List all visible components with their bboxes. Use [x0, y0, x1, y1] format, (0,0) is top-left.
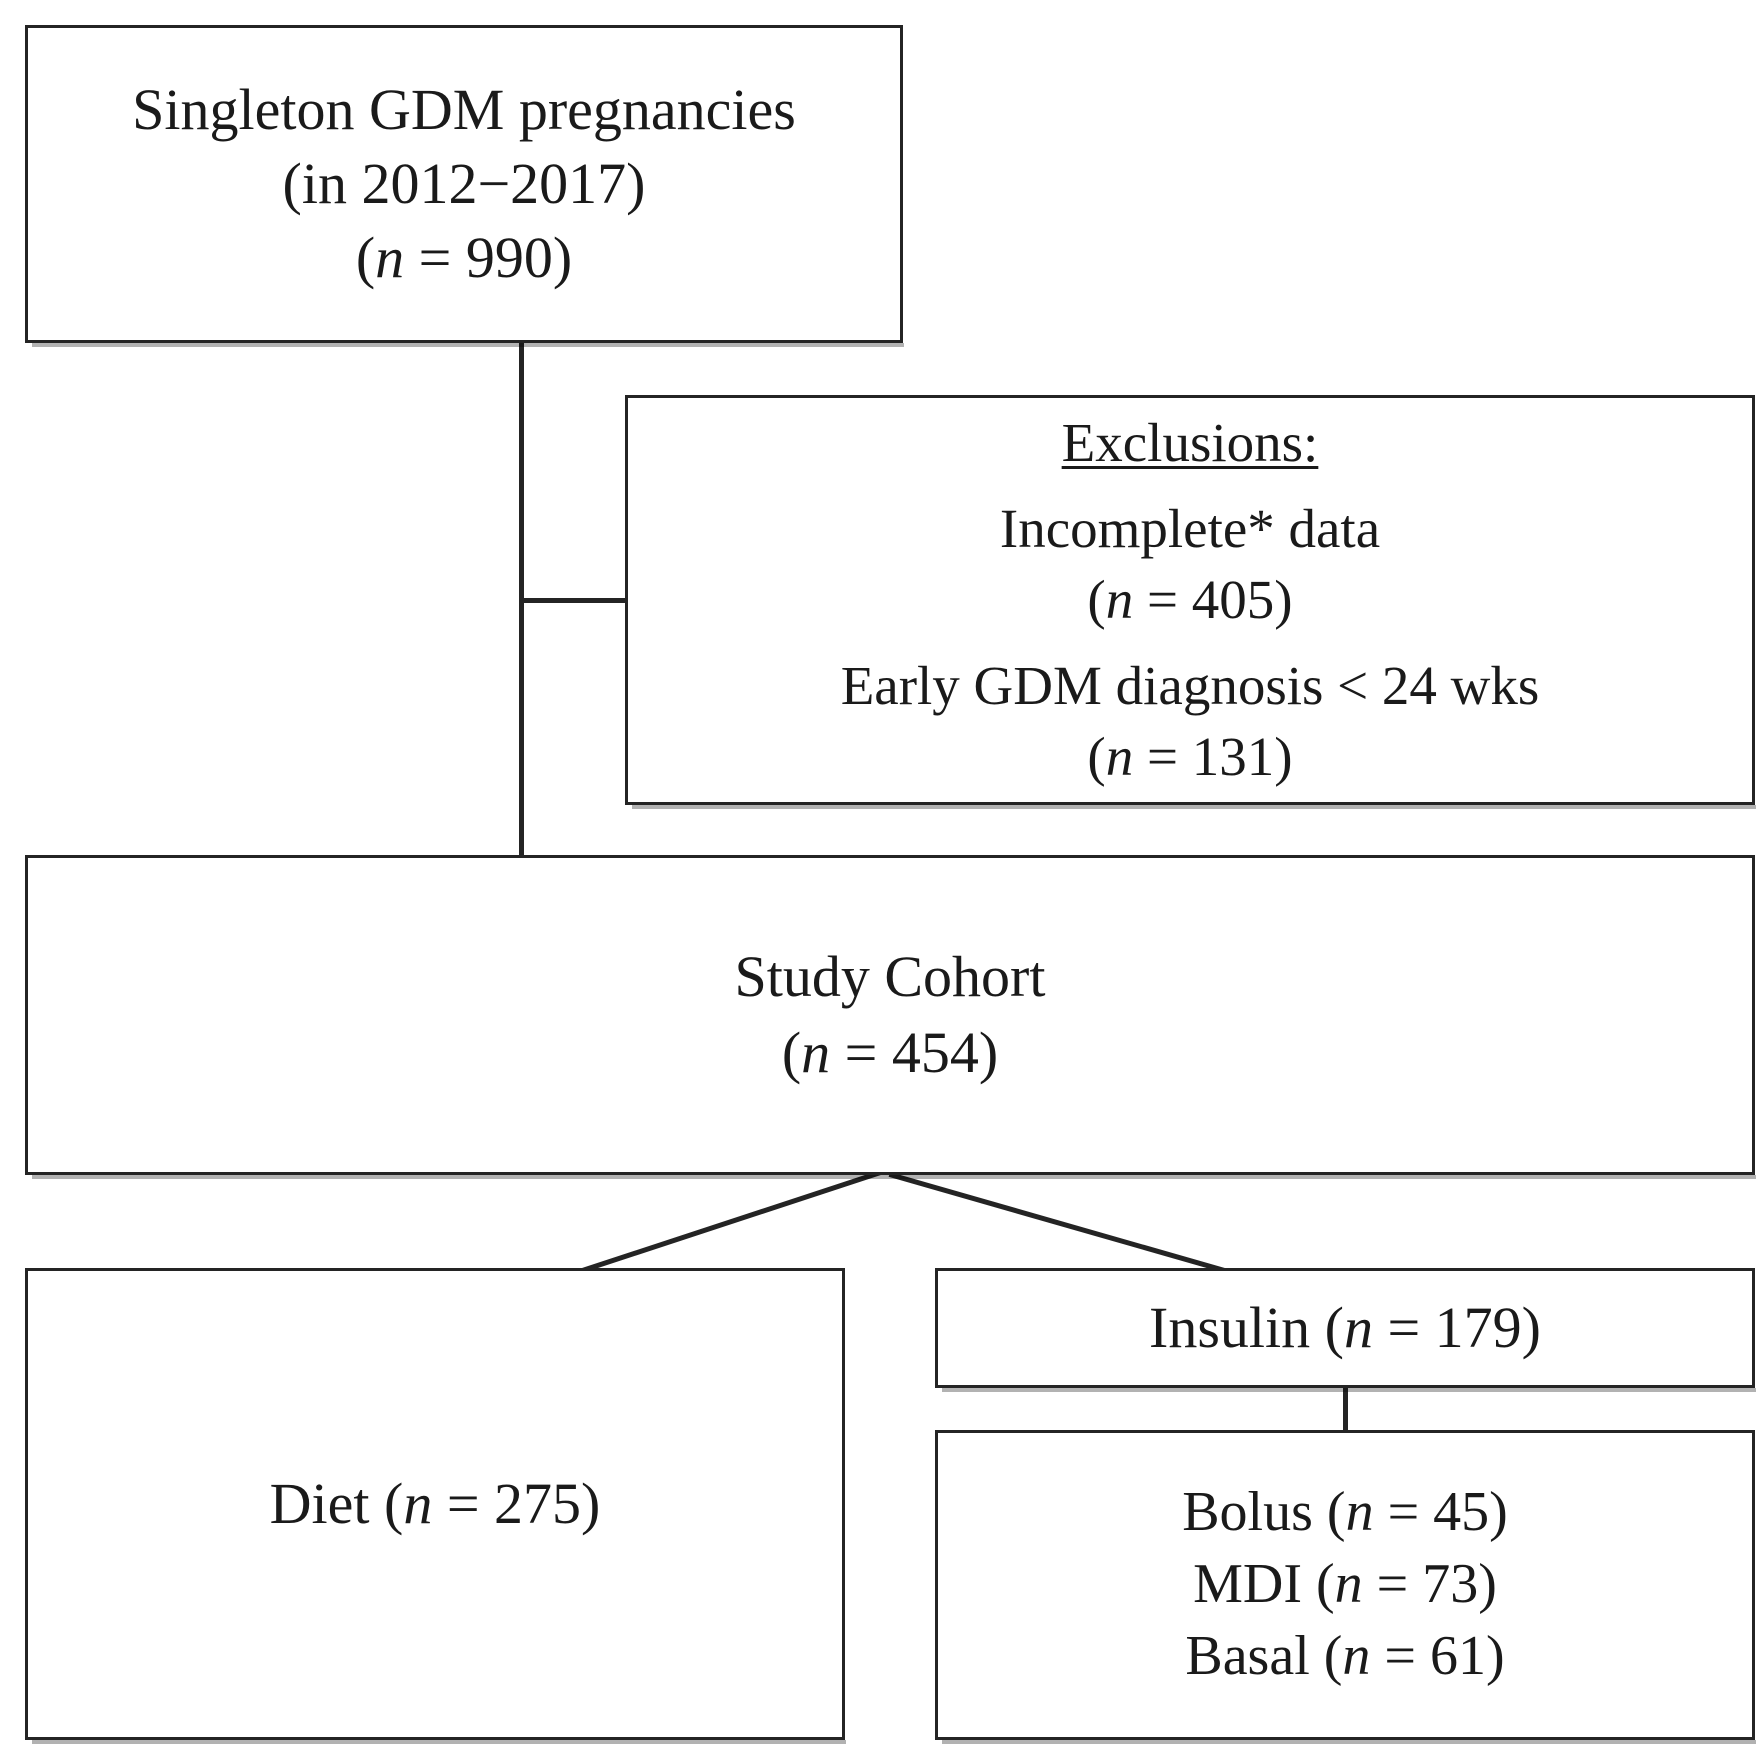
italic-n: n [1105, 568, 1134, 630]
source-count: (n = 990) [355, 225, 573, 291]
node-study-cohort: Study Cohort (n = 454) [25, 855, 1756, 1179]
cohort-count: (n = 454) [781, 1020, 999, 1085]
exclusion-count-2: (n = 131) [1087, 725, 1293, 787]
cohort-label: Study Cohort [734, 943, 1046, 1009]
exclusion-count-1: (n = 405) [1087, 568, 1293, 630]
italic-n: n [1343, 1294, 1373, 1360]
connector-insulin-to-regimens [1343, 1386, 1348, 1434]
insulin-label-and-count: Insulin (n = 179) [1149, 1294, 1541, 1360]
node-insulin-regimens: Bolus (n = 45) MDI (n = 73) Basal (n = 6… [935, 1430, 1756, 1744]
italic-n: n [375, 225, 405, 291]
node-exclusions: Exclusions: Incomplete* data (n = 405) E… [625, 395, 1756, 809]
italic-n: n [801, 1020, 831, 1085]
diet-label-and-count: Diet (n = 275) [269, 1470, 601, 1536]
italic-n: n [1105, 725, 1134, 787]
italic-n: n [1342, 1624, 1371, 1687]
connector-source-to-exclusions [519, 598, 629, 603]
exclusions-heading: Exclusions: [1061, 412, 1319, 474]
node-insulin-group: Insulin (n = 179) [935, 1268, 1756, 1392]
node-diet-group: Diet (n = 275) [25, 1268, 846, 1744]
italic-n: n [1345, 1481, 1374, 1544]
node-source-population: Singleton GDM pregnancies (in 2012−2017)… [25, 25, 904, 347]
regimen-bolus: Bolus (n = 45) [1182, 1481, 1508, 1544]
italic-n: n [1334, 1553, 1363, 1616]
regimen-mdi: MDI (n = 73) [1193, 1553, 1497, 1616]
exclusion-reason-2: Early GDM diagnosis < 24 wks [840, 655, 1540, 717]
exclusion-reason-1: Incomplete* data [999, 498, 1381, 560]
source-line-2: (in 2012−2017) [282, 150, 646, 216]
source-line-1: Singleton GDM pregnancies [132, 76, 796, 142]
regimen-basal: Basal (n = 61) [1185, 1624, 1505, 1687]
italic-n: n [403, 1470, 433, 1536]
